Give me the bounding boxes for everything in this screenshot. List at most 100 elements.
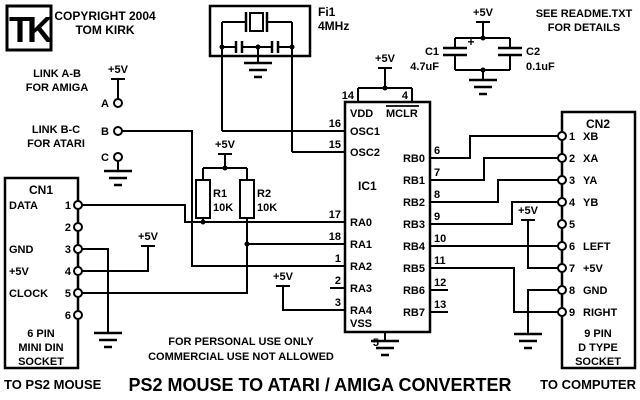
readme-line2: FOR DETAILS: [548, 22, 621, 34]
ic-pin-num: 8: [434, 189, 440, 201]
ic-pin-num: 15: [329, 139, 341, 151]
link-amiga-line2: FOR AMIGA: [26, 82, 89, 94]
ic-pin-num: 16: [329, 118, 341, 130]
cn2-pin-num: 1: [569, 131, 575, 143]
ic-pin-num: 5: [373, 337, 379, 349]
ic-pin-label: RA1: [350, 239, 372, 251]
wire-5v-to-cn2: [527, 220, 558, 269]
cn1-pin-label: DATA: [9, 200, 38, 212]
ic-pin-num: 7: [434, 167, 440, 179]
cn2-pin-num: 2: [569, 153, 575, 165]
oscillator-ref: Fi1: [318, 5, 336, 19]
ic-pin-label: VDD: [350, 108, 373, 120]
ic1-body: [343, 100, 432, 334]
c1-polarity: +: [467, 35, 474, 49]
ic1-ref: IC1: [358, 179, 377, 193]
cn2-connector: CN2 1 2 3 4 5 6 7 8 9 XB XA YA YB LEFT +…: [557, 110, 637, 370]
cn1-pin-num: 6: [65, 310, 71, 322]
ground-symbol: [242, 61, 274, 79]
cn1-pin-num: 1: [65, 200, 71, 212]
r1-value: 10K: [213, 202, 233, 214]
caption-left: TO PS2 MOUSE: [4, 377, 102, 392]
ground-symbol: [467, 78, 499, 96]
cn2-socket-line1: 9 PIN: [584, 328, 612, 340]
cn1-pin-num: 3: [65, 244, 71, 256]
ic-pin-label: RB3: [403, 219, 425, 231]
link-atari-line2: FOR ATARI: [27, 138, 85, 150]
cn1-socket-line2: MINI DIN: [18, 342, 63, 354]
cn2-pin-6: [557, 241, 567, 251]
ic-pin-num: 14: [342, 90, 355, 102]
link-c-label: C: [101, 152, 109, 164]
cn2-socket-line2: D TYPE: [578, 342, 618, 354]
page-title: PS2 MOUSE TO ATARI / AMIGA CONVERTER: [128, 375, 511, 395]
link-a-label: A: [101, 98, 109, 110]
c1-ref: C1: [425, 46, 439, 58]
ic-pin-num: 4: [402, 90, 409, 102]
power-5v-label: +5V: [473, 7, 494, 19]
tk-logo-text: TK: [9, 9, 53, 50]
ic-pin-label: RA2: [350, 261, 372, 273]
cn2-wires: +5V: [430, 135, 558, 350]
ra4-power: +5V: [273, 271, 345, 311]
ic-pin-label: RA0: [350, 217, 372, 229]
crystal-body: [249, 12, 264, 32]
cn1-ref: CN1: [29, 183, 53, 197]
license-line1: FOR PERSONAL USE ONLY: [168, 336, 314, 348]
link-point-c: C: [101, 152, 134, 187]
ic-pin-label: RB5: [403, 263, 425, 275]
ground-symbol: [92, 331, 124, 349]
power-5v-label: +5V: [108, 64, 129, 76]
copyright-line2: TOM KIRK: [75, 23, 134, 37]
cn2-pin-num: 3: [569, 175, 575, 187]
cn2-pin-1: [557, 131, 567, 141]
power-5v-label: +5V: [215, 139, 236, 151]
r2-ref: R2: [257, 188, 271, 200]
power-5v-label: +5V: [375, 53, 396, 65]
cn2-pin-3: [557, 175, 567, 185]
cn1-pin-2: [73, 222, 83, 232]
ic-pin-num: 3: [335, 297, 341, 309]
link-pad-b: [113, 126, 123, 136]
resistor-r1: [195, 179, 211, 219]
ic-pin-label: OSC2: [350, 147, 380, 159]
cn1-wires: +5V: [82, 204, 345, 349]
c1-value: 4.7uF: [410, 61, 439, 73]
link-point-b: B: [101, 126, 345, 267]
cn2-pin-num: 7: [569, 263, 575, 275]
ic-pin-label: OSC1: [350, 126, 380, 138]
ic-pin-label: RB4: [403, 241, 426, 253]
ic-pin-label: RA4: [350, 305, 373, 317]
decoupling-capacitors: +5V + C1 4.7uF C2 0.1uF: [410, 7, 555, 96]
cn2-pin-num: 5: [569, 219, 575, 231]
power-5v-label: +5V: [138, 231, 159, 243]
tk-logo: TK: [5, 4, 57, 52]
cn1-pin-num: 5: [65, 288, 71, 300]
ic-pin-num: 18: [329, 231, 341, 243]
wire-b-to-ra2: [122, 130, 345, 267]
cn2-pin-num: 8: [569, 285, 575, 297]
ic-pin-label-mclr: MCLR: [386, 108, 418, 120]
license-line2: COMMERCIAL USE NOT ALLOWED: [148, 351, 334, 363]
cn2-socket-line3: SOCKET: [575, 356, 621, 368]
ic-pin-label: RB7: [403, 307, 425, 319]
pullup-resistors: +5V R1 10K R2 10K: [195, 139, 277, 247]
cn1-connector: CN1 1 2 3 4 5 6 DATA GND +5V CLOCK 6 PIN…: [3, 176, 83, 370]
cn1-pin-num: 4: [65, 266, 72, 278]
ic-pin-num: 1: [335, 253, 341, 265]
ic-pin-label: RB1: [403, 175, 425, 187]
cn2-pin-8: [557, 285, 567, 295]
power-5v-label: +5V: [518, 205, 539, 217]
power-5v-label: +5V: [273, 271, 294, 283]
cn2-pin-label: XB: [583, 131, 598, 143]
link-pad-c: [113, 152, 123, 162]
cn2-pin-4: [557, 197, 567, 207]
wire-cn2-gnd: [527, 289, 558, 334]
copyright-line1: COPYRIGHT 2004: [54, 9, 156, 23]
link-amiga-line1: LINK A-B: [33, 68, 81, 80]
wire-rb0-xb: [430, 135, 558, 159]
ic-pin-num: 9: [434, 211, 440, 223]
cn2-pin-label: RIGHT: [583, 307, 618, 319]
